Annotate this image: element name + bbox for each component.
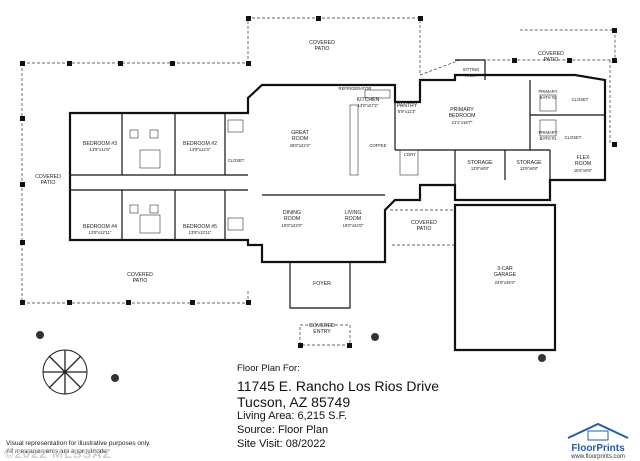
logo-name: FloorPrints	[571, 443, 625, 454]
source: Source: Floor Plan	[237, 424, 329, 436]
foyer-label: FOYER	[313, 281, 331, 287]
closet-left-label: CLOSET	[228, 158, 245, 163]
laundry-label: L'DRY	[404, 152, 416, 157]
address-line2: Tucson, AZ 85749	[237, 394, 351, 410]
patio-posts	[20, 16, 617, 348]
refrigerator-label: REFRIGERATOR	[339, 86, 372, 91]
bedroom5-dim: 13'9"x12'11"	[189, 230, 212, 235]
disclaimer: Visual representation for illustrative p…	[6, 440, 151, 455]
storage2-dim: 13'9"x8'8"	[520, 166, 539, 171]
great-room-dim: 26'0"x22'2"	[290, 143, 311, 148]
bedroom5-label: BEDROOM #5	[183, 224, 217, 230]
watermark: ©2022 MLSSAZ	[4, 446, 112, 461]
info-heading: Floor Plan For:	[237, 363, 300, 374]
closet-r1-label: CLOSET	[572, 97, 589, 102]
patio-outlines	[21, 17, 616, 346]
dining-room-dim: 19'0"x22'0"	[282, 223, 303, 228]
pantry-label: PANTRY	[397, 103, 418, 109]
storage1-dim: 13'9"x8'8"	[471, 166, 490, 171]
living-room-dim: 19'0"x22'0"	[343, 223, 364, 228]
garage-dim: 24'8"x39'4"	[495, 280, 516, 285]
house-icon	[567, 422, 629, 441]
site-visit: Site Visit: 08/2022	[237, 438, 326, 450]
living-area: Living Area: 6,215 S.F.	[237, 410, 348, 422]
bedroom3-label: BEDROOM #3	[83, 141, 117, 147]
storage1-label: STORAGE	[467, 160, 493, 166]
primary-bedroom-dim: 21'1"x18'7"	[452, 120, 473, 125]
kitchen-dim: 13'0"x27'2"	[358, 103, 379, 108]
bedroom2-dim: 13'9"x12'4"	[190, 147, 211, 152]
bedroom3-dim: 13'9"x12'6"	[90, 147, 111, 152]
floorprints-logo: FloorPrints www.floorprints.com	[560, 420, 636, 460]
pantry-dim: 5'9"x11'3"	[398, 109, 417, 114]
bedroom2-label: BEDROOM #2	[183, 141, 217, 147]
landscape-plants	[36, 331, 546, 395]
coffee-label: COFFEE	[370, 143, 387, 148]
flex-room-dim: 15'6"x8'6"	[574, 168, 593, 173]
walls	[68, 59, 607, 352]
storage2-label: STORAGE	[516, 160, 542, 166]
closet-r2-label: CLOSET	[565, 135, 582, 140]
kitchen-label: KITCHEN	[357, 97, 380, 103]
fixtures	[129, 89, 557, 234]
bedroom4-dim: 13'9"x12'11"	[89, 230, 112, 235]
bedroom4-label: BEDROOM #4	[83, 224, 117, 230]
address-line1: 11745 E. Rancho Los Rios Drive	[237, 378, 440, 394]
logo-url: www.floorprints.com	[571, 454, 625, 460]
